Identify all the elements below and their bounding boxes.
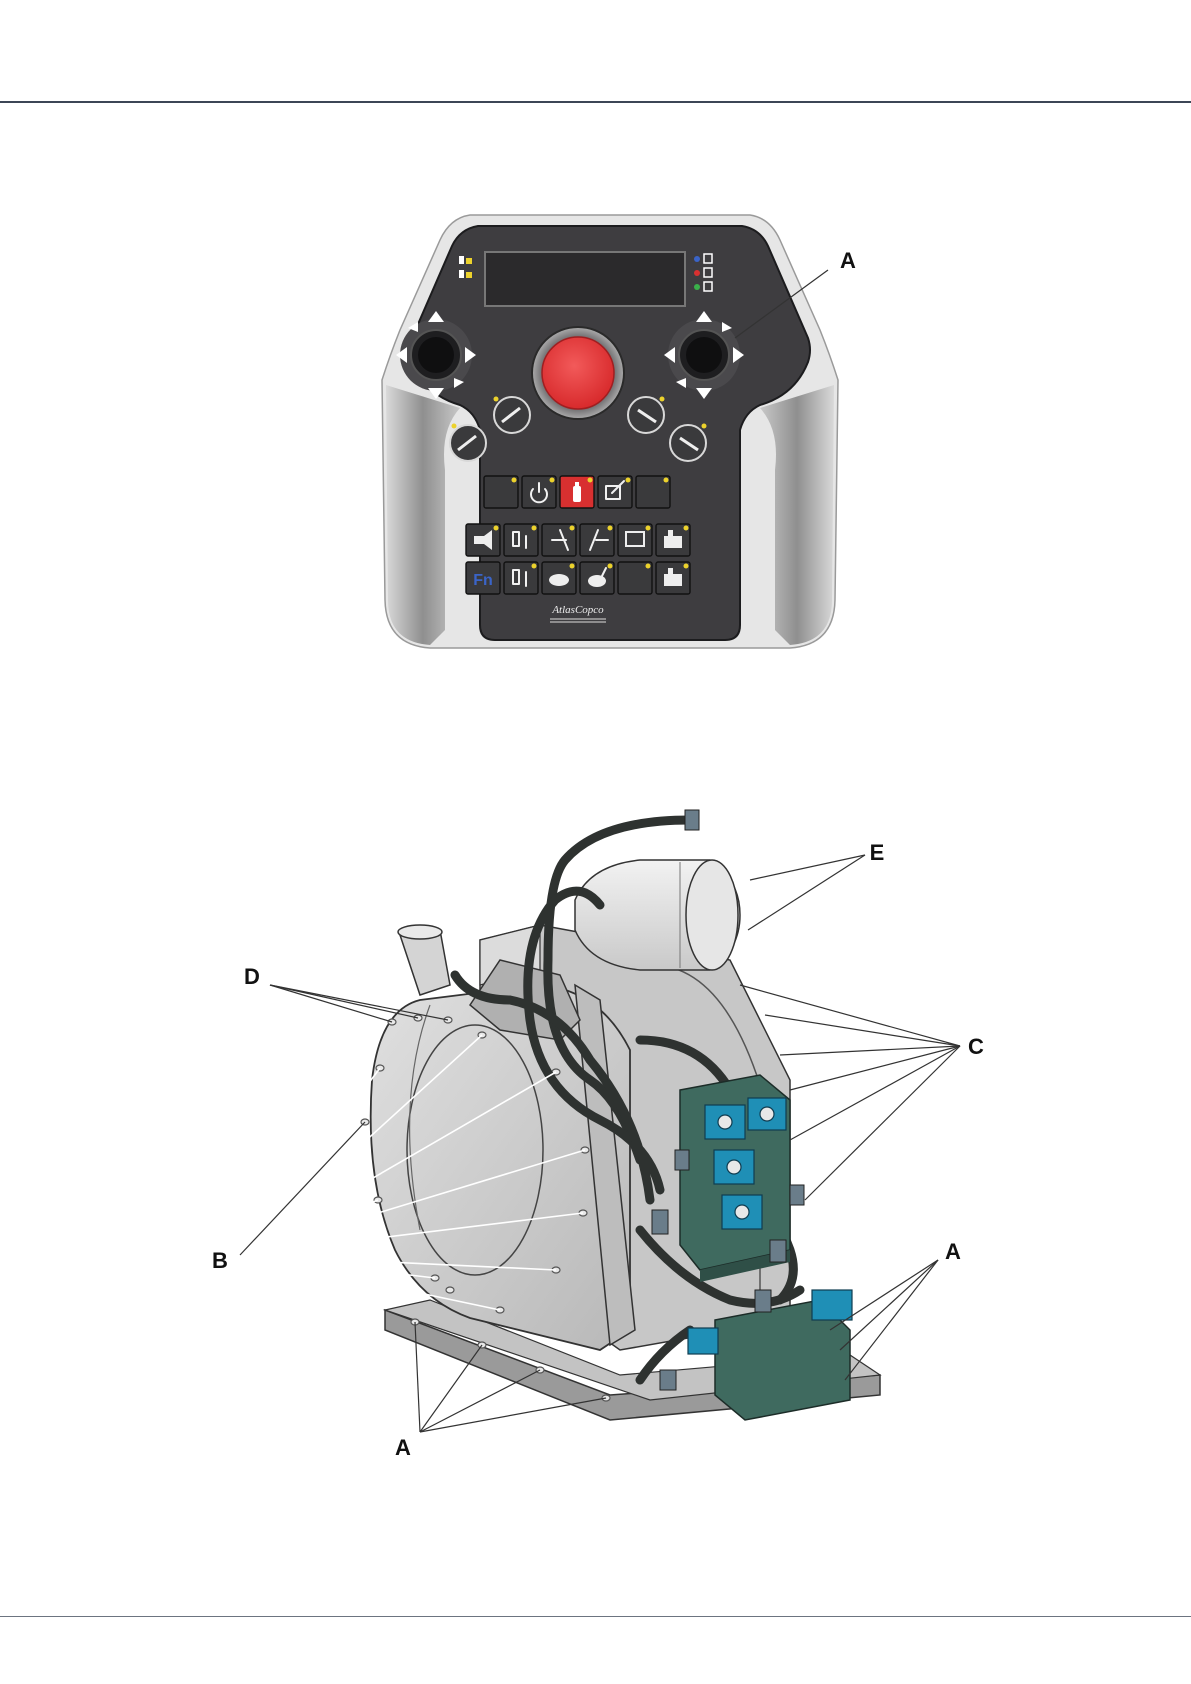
rig-key[interactable] — [618, 524, 652, 556]
callout-c: C — [968, 1034, 984, 1059]
inlet-pipe — [400, 930, 450, 995]
blank-key-1[interactable] — [484, 476, 518, 508]
footer-rule — [0, 1616, 1191, 1617]
emergency-stop-button[interactable] — [532, 327, 624, 419]
right-tool-button-upper[interactable] — [628, 397, 665, 434]
header-rule — [0, 101, 1191, 103]
boom-up-key[interactable] — [504, 524, 538, 556]
callout-b: B — [212, 1248, 228, 1273]
left-drill-key[interactable] — [542, 524, 576, 556]
fire-extinguisher-key[interactable] — [560, 476, 594, 508]
blank-key-2[interactable] — [636, 476, 670, 508]
turtle-key[interactable] — [542, 562, 576, 594]
carrier-key-2[interactable] — [656, 562, 690, 594]
brand-logo: AtlasCopco — [551, 604, 604, 616]
boom-down-key[interactable] — [504, 562, 538, 594]
power-key[interactable] — [522, 476, 556, 508]
fn-key[interactable]: Fn — [466, 562, 500, 594]
carrier-key[interactable] — [656, 524, 690, 556]
display-screen — [485, 252, 685, 306]
rabbit-key[interactable] — [580, 562, 614, 594]
callout-a-panel: A — [840, 248, 856, 273]
edit-key[interactable] — [598, 476, 632, 508]
control-panel-figure: Fn AtlasCopco A — [330, 210, 890, 660]
function-key-row-1 — [484, 476, 670, 508]
right-drill-key[interactable] — [580, 524, 614, 556]
callout-a-bottom: A — [395, 1435, 411, 1460]
callout-d: D — [244, 964, 260, 989]
blank-key-3[interactable] — [618, 562, 652, 594]
horn-key[interactable] — [466, 524, 500, 556]
left-tool-button-upper[interactable] — [494, 397, 531, 434]
callout-a-right: A — [945, 1239, 961, 1264]
callout-e: E — [870, 840, 885, 865]
pump-unit-figure: E D C B A A — [195, 800, 985, 1480]
fn-key-label: Fn — [473, 572, 493, 589]
left-tool-button-lower[interactable] — [450, 424, 486, 462]
motor-cylinder — [575, 860, 740, 970]
